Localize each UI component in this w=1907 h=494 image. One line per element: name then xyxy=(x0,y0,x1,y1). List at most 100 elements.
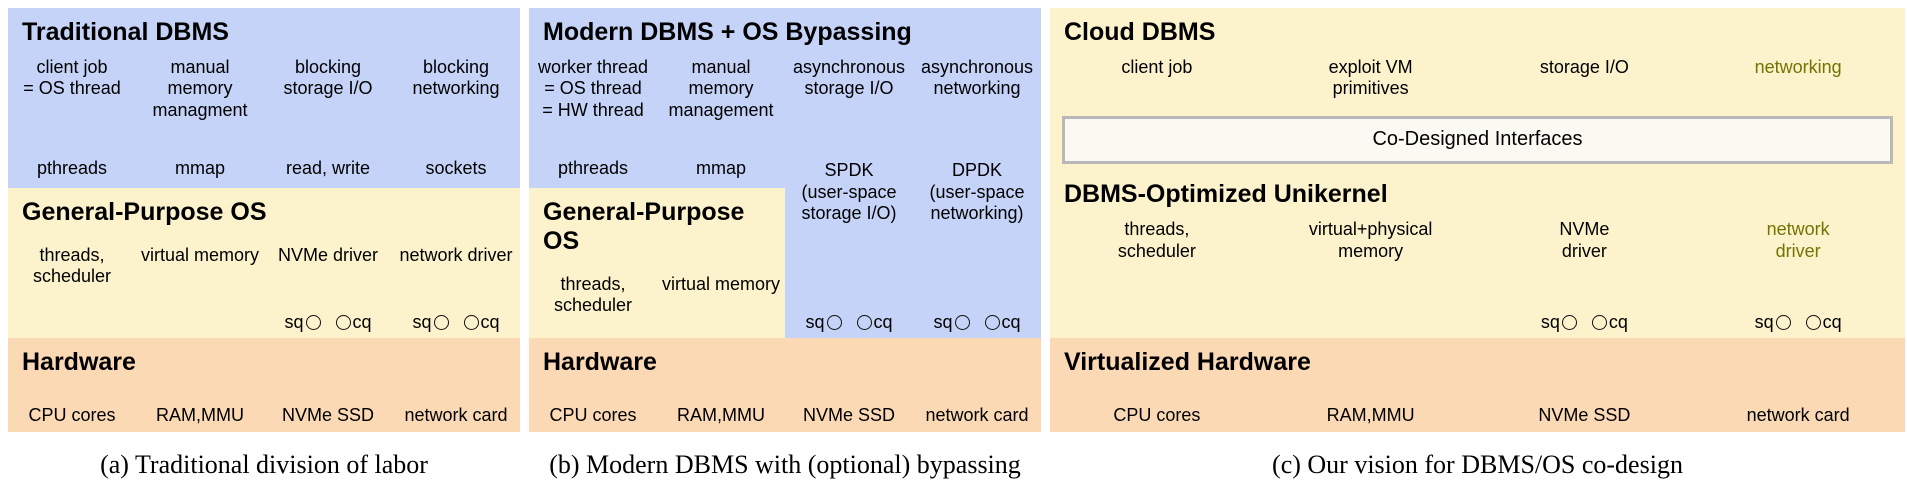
hardware-layer-title: Hardware xyxy=(543,348,657,376)
os-bypass-region: SPDK (user-space storage I/O) DPDK (user… xyxy=(785,160,1041,338)
empty-cell xyxy=(1050,312,1264,333)
sq-label: sq xyxy=(933,312,953,332)
cq-label: cq xyxy=(1608,312,1628,332)
hw-item-network-card: network card xyxy=(925,405,1029,426)
os-item-threads-scheduler: threads, scheduler xyxy=(553,273,633,316)
hardware-items-row: CPU cores RAM,MMU NVMe SSD network card xyxy=(529,405,1041,432)
cq-circle-icon xyxy=(1805,315,1821,330)
sq-circle-icon xyxy=(954,315,970,330)
hw-item-ram-mmu: RAM,MMU xyxy=(677,405,765,426)
cq-label: cq xyxy=(1001,312,1021,332)
network-queue-indicator: sq cq xyxy=(913,312,1041,333)
hardware-layer: Hardware CPU cores RAM,MMU NVMe SSD netw… xyxy=(8,338,520,432)
api-read-write: read, write xyxy=(285,158,371,179)
nvme-queue-indicator: sq cq xyxy=(264,312,392,333)
hw-item-nvme-ssd: NVMe SSD xyxy=(281,405,375,426)
cq-circle-icon xyxy=(856,315,872,330)
dbms-item-client-job: client job = OS thread xyxy=(23,56,121,99)
general-purpose-os-layer: General-Purpose OS threads, scheduler vi… xyxy=(529,188,785,338)
empty-cell xyxy=(8,312,136,333)
cq-label: cq xyxy=(1822,312,1842,332)
nvme-queue-indicator: sq cq xyxy=(785,312,913,333)
hw-item-ram-mmu: RAM,MMU xyxy=(1326,405,1415,426)
sq-label: sq xyxy=(1754,312,1774,332)
sq-label: sq xyxy=(1540,312,1560,332)
dbms-layer-title: Traditional DBMS xyxy=(22,18,229,46)
nvme-queue-indicator: sq cq xyxy=(1478,312,1692,333)
hardware-items-row: CPU cores RAM,MMU NVMe SSD network card xyxy=(8,405,520,432)
general-purpose-os-layer: General-Purpose OS threads, scheduler vi… xyxy=(8,188,520,338)
figure-panels: Traditional DBMS client job = OS thread … xyxy=(8,8,1905,480)
api-sockets: sockets xyxy=(425,158,487,179)
queue-row: sq cq sq cq xyxy=(1050,312,1905,338)
empty-cell xyxy=(1264,312,1478,333)
os-layer-title: General-Purpose OS xyxy=(543,198,745,255)
hw-item-network-card: network card xyxy=(404,405,508,426)
os-items-row: threads, scheduler virtual memory NVMe d… xyxy=(8,245,520,288)
hardware-layer: Hardware CPU cores RAM,MMU NVMe SSD netw… xyxy=(529,338,1041,432)
sq-label: sq xyxy=(284,312,304,332)
panel-a: Traditional DBMS client job = OS thread … xyxy=(8,8,520,480)
unikernel-items-row: threads, scheduler virtual+physical memo… xyxy=(1050,219,1905,262)
os-item-threads-scheduler: threads, scheduler xyxy=(32,244,112,287)
bypass-libraries-row: SPDK (user-space storage I/O) DPDK (user… xyxy=(785,160,1041,225)
cq-label: cq xyxy=(873,312,893,332)
cq-circle-icon xyxy=(335,315,351,330)
os-item-virtual-memory: virtual memory xyxy=(140,244,260,265)
hw-item-network-card: network card xyxy=(1746,405,1850,426)
os-items-row: threads, scheduler virtual memory xyxy=(529,274,785,317)
cq-circle-icon xyxy=(1591,315,1607,330)
dbms-item-blocking-storage: blocking storage I/O xyxy=(283,56,373,99)
hw-item-cpu-cores: CPU cores xyxy=(28,405,116,426)
dbms-item-async-networking: asynchronous networking xyxy=(920,56,1034,99)
network-queue-indicator: sq cq xyxy=(1691,312,1905,333)
hw-item-cpu-cores: CPU cores xyxy=(1113,405,1201,426)
caption-b: (b) Modern DBMS with (optional) bypassin… xyxy=(549,450,1021,479)
cloud-dbms-title: Cloud DBMS xyxy=(1064,18,1216,46)
hw-item-nvme-ssd: NVMe SSD xyxy=(802,405,896,426)
sq-circle-icon xyxy=(305,315,321,330)
panel-c-diagram: Cloud DBMS client job exploit VM primiti… xyxy=(1050,8,1905,432)
os-item-nvme-driver: NVMe driver xyxy=(277,244,379,265)
sq-circle-icon xyxy=(433,315,449,330)
cq-circle-icon xyxy=(463,315,479,330)
os-item-network-driver: network driver xyxy=(399,244,513,265)
os-api-row: pthreads mmap xyxy=(529,158,1041,188)
sq-label: sq xyxy=(805,312,825,332)
dbms-item-async-storage: asynchronous storage I/O xyxy=(792,56,906,99)
uni-item-nvme-driver: NVMe driver xyxy=(1559,218,1610,261)
api-mmap: mmap xyxy=(695,158,746,179)
sq-circle-icon xyxy=(1775,315,1791,330)
virtualized-hardware-layer: Virtualized Hardware CPU cores RAM,MMU N… xyxy=(1050,338,1905,432)
dbms-layer-title: Modern DBMS + OS Bypassing xyxy=(543,18,912,46)
dbms-item-manual-memory: manual memory management xyxy=(668,56,774,120)
modern-dbms-layer: Modern DBMS + OS Bypassing worker thread… xyxy=(529,8,1041,188)
traditional-dbms-layer: Traditional DBMS client job = OS thread … xyxy=(8,8,520,188)
api-mmap: mmap xyxy=(174,158,225,179)
api-pthreads: pthreads xyxy=(557,158,629,179)
hw-item-nvme-ssd: NVMe SSD xyxy=(1538,405,1631,426)
cq-label: cq xyxy=(480,312,500,332)
uni-item-network-driver: network driver xyxy=(1766,218,1830,261)
caption-a: (a) Traditional division of labor xyxy=(100,450,428,479)
panel-b-diagram: Modern DBMS + OS Bypassing worker thread… xyxy=(529,8,1041,432)
dbms-item-worker-thread: worker thread = OS thread = HW thread xyxy=(537,56,649,120)
cloud-dbms-and-unikernel-layer: Cloud DBMS client job exploit VM primiti… xyxy=(1050,8,1905,338)
dbms-items-row: client job = OS thread manual memory man… xyxy=(8,57,520,122)
hardware-items-row: CPU cores RAM,MMU NVMe SSD network card xyxy=(1050,405,1905,432)
hw-item-ram-mmu: RAM,MMU xyxy=(156,405,244,426)
sq-label: sq xyxy=(412,312,432,332)
dbms-item-manual-memory: manual memory managment xyxy=(152,56,248,120)
hardware-layer-title: Hardware xyxy=(22,348,136,376)
dbms-item-exploit-vm: exploit VM primitives xyxy=(1328,56,1413,99)
co-designed-interfaces-box: Co-Designed Interfaces xyxy=(1062,115,1893,164)
dbms-item-storage-io: storage I/O xyxy=(1539,56,1629,77)
unikernel-title: DBMS-Optimized Unikernel xyxy=(1064,179,1388,208)
bypass-spdk: SPDK (user-space storage I/O) xyxy=(801,160,897,224)
os-and-bypass-row: General-Purpose OS threads, scheduler vi… xyxy=(529,160,1041,338)
queue-row: sq cq sq cq xyxy=(8,312,520,338)
sq-circle-icon xyxy=(1561,315,1577,330)
hw-item-cpu-cores: CPU cores xyxy=(549,405,637,426)
os-layer-title: General-Purpose OS xyxy=(22,198,267,226)
